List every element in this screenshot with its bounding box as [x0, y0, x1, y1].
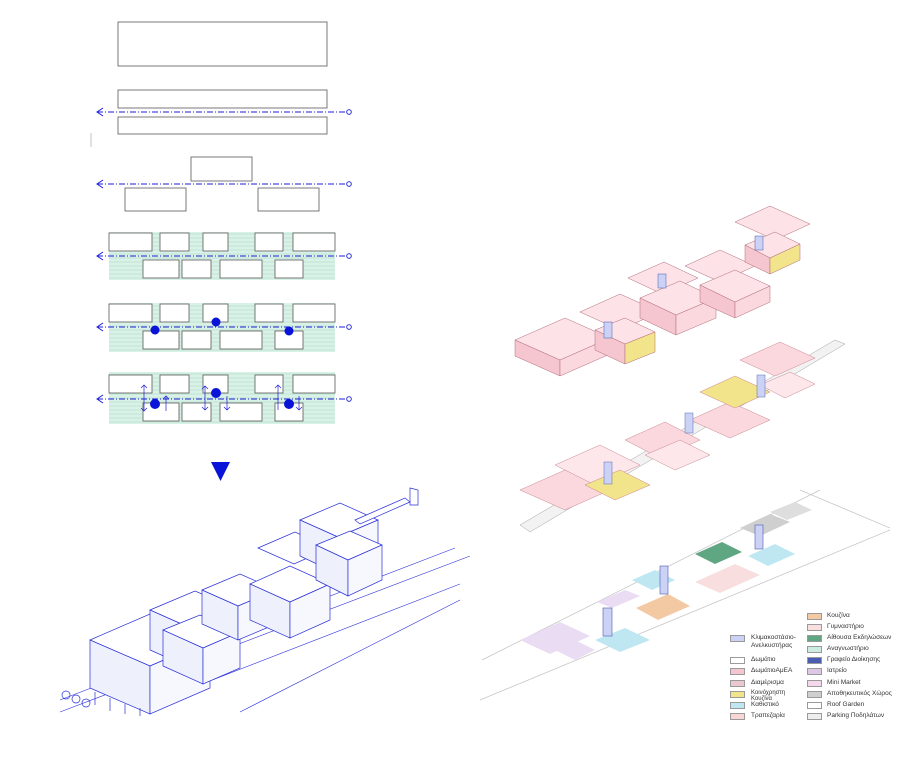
legend-swatch: [730, 635, 745, 643]
axis-arrow-icon: [96, 394, 104, 404]
isometric-building-blue: [59, 487, 471, 716]
legend-label: Parking Ποδηλάτων: [827, 711, 885, 719]
legend-item: Γυμναστήριο: [730, 623, 910, 633]
legend-label: Ιατρείο: [827, 667, 847, 675]
legend-label: Κοινόχρηστη Κουζίνα: [751, 689, 786, 702]
axis-arrow-icon: [96, 322, 104, 332]
legend-label: Αναγνωστήριο: [827, 645, 869, 653]
legend-label: Roof Garden: [827, 700, 865, 708]
offset-block-top: [190, 156, 253, 182]
isometric-ground-plan: [479, 489, 891, 701]
concept-step-5: [96, 303, 352, 352]
circulation-arrows: [140, 384, 303, 412]
concept-step-4: [96, 232, 352, 280]
split-block-top: [117, 89, 328, 109]
axis-end-marker: [346, 253, 352, 259]
legend-label: Γυμναστήριο: [827, 623, 864, 631]
legend-item: Κουζίνα: [730, 612, 910, 622]
legend-label: Καθιστικό: [751, 700, 779, 708]
legend-swatch: [807, 635, 822, 643]
legend-swatch: [730, 712, 745, 720]
isometric-floor-plan: [519, 339, 846, 533]
core-node: [211, 317, 221, 327]
concept-step-3: [96, 156, 352, 212]
legend-item: Καθιστικό Roof Garden: [730, 701, 910, 711]
legend-swatch: [730, 701, 745, 709]
legend-item: Κοινόχρηστη Κουζίνα Αποθηκευτικός Χώρος: [730, 689, 910, 702]
legend-label: Αποθηκευτικός Χώρος: [827, 689, 892, 697]
core-node: [211, 388, 221, 398]
legend-swatch: [807, 613, 822, 620]
legend-item: Δωμάτιο Γραφείο Διοίκησης: [730, 656, 910, 666]
legend-swatch: [807, 712, 822, 720]
legend-label: Κουζίνα: [827, 612, 850, 619]
concept-step-1: [117, 21, 328, 67]
core-node: [284, 399, 294, 409]
legend-item: Αναγνωστήριο: [730, 645, 910, 655]
down-triangle-arrow-icon: [211, 462, 230, 481]
color-legend: Κουζίνα Γυμναστήριο Κλιμακοστάσιο- Ανελκ…: [730, 612, 910, 723]
legend-item: Τραπεζαρία Parking Ποδηλάτων: [730, 712, 910, 722]
axis-end-marker: [346, 324, 352, 330]
axis-end-marker: [346, 109, 352, 115]
legend-swatch: [807, 690, 822, 698]
legend-label: Mini Market: [827, 678, 861, 686]
legend-item: Κλιμακοστάσιο- Ανελκυστήρας Αίθουσα Εκδη…: [730, 634, 910, 649]
core-node: [150, 325, 160, 335]
axis-end-marker: [346, 181, 352, 187]
legend-item: Διαμέρισμα Mini Market: [730, 679, 910, 689]
legend-label: ΔωμάτιοΑμΕΑ: [751, 667, 793, 675]
offset-block-right: [257, 187, 320, 212]
legend-swatch: [807, 646, 822, 654]
axis-arrow-icon: [96, 107, 104, 117]
legend-label: Τραπεζαρία: [751, 711, 785, 719]
legend-label: Αίθουσα Εκδηλώσεων: [827, 634, 892, 642]
legend-item: ΔωμάτιοΑμΕΑ Ιατρείο: [730, 667, 910, 677]
legend-swatch: [730, 690, 745, 698]
legend-swatch: [807, 624, 822, 632]
axis-arrow-icon: [96, 179, 104, 189]
legend-label: Δωμάτιο: [751, 656, 776, 664]
legend-swatch: [807, 679, 822, 687]
legend-swatch: [807, 701, 822, 709]
legend-label: Γραφείο Διοίκησης: [827, 656, 881, 664]
isometric-building-colored: [514, 205, 811, 377]
axis-end-marker: [346, 396, 352, 402]
legend-label: Κλιμακοστάσιο- Ανελκυστήρας: [751, 634, 796, 650]
core-node: [284, 326, 294, 336]
concept-step-6: [96, 372, 352, 424]
legend-swatch: [807, 668, 822, 676]
split-block-bottom: [117, 116, 328, 135]
offset-block-left: [124, 187, 187, 212]
legend-swatch: [730, 668, 745, 676]
concept-step-2: [90, 89, 352, 147]
axis-arrow-icon: [96, 251, 104, 261]
legend-swatch: [730, 657, 745, 665]
legend-label: Διαμέρισμα: [751, 678, 784, 686]
legend-swatch: [807, 657, 822, 665]
single-block: [117, 21, 328, 67]
core-node: [150, 399, 160, 409]
legend-swatch: [730, 679, 745, 687]
